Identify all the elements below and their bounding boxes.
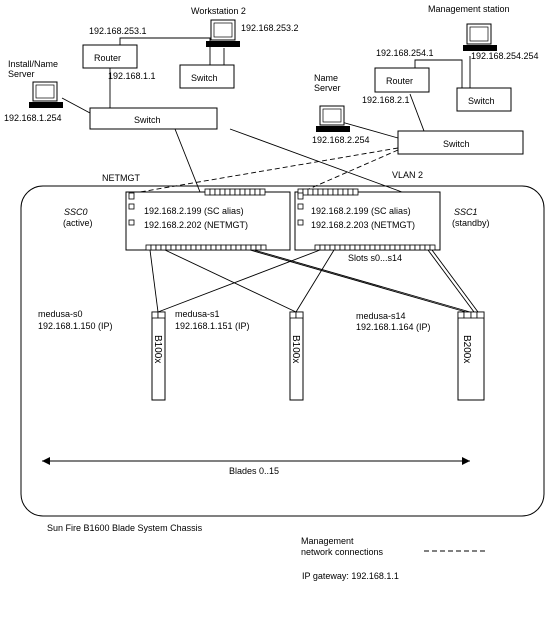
ssc0-alias-ip: 192.168.2.199 (SC alias): [144, 206, 244, 216]
chassis-outline: [20, 185, 545, 517]
ssc0-to-blade14-line-a: [249, 249, 467, 313]
router-right-to-right-switch-line: [409, 93, 425, 132]
blade-s0-model: B100x: [152, 335, 163, 363]
switch-to-ssc0-line: [174, 128, 201, 193]
switch-workstation2-label: Switch: [191, 73, 218, 83]
ssc0-module: [125, 188, 291, 251]
name-server-label-1: Name: [314, 73, 338, 83]
mgmt-dash-ssc0: [139, 147, 399, 193]
medusa-s14-name: medusa-s14: [356, 311, 406, 321]
router-left-label: Router: [94, 53, 121, 63]
ssc1-top-ports: [297, 188, 359, 196]
router-right: [374, 67, 430, 93]
router-right-ip: 192.168.2.1: [362, 95, 410, 105]
gateway-label: IP gateway: 192.168.1.1: [302, 571, 399, 581]
ssc0-status: (active): [63, 218, 93, 228]
router-left: [82, 44, 138, 69]
ssc0-to-blade0-line: [149, 249, 159, 313]
ssc1-to-blade1-line: [295, 249, 335, 313]
medusa-s1-ip: 192.168.1.151 (IP): [175, 321, 250, 331]
name-server-ip: 192.168.2.254: [312, 135, 370, 145]
ssc1-bottom-ports: [314, 244, 436, 251]
management-station-ip: 192.168.254.254: [471, 51, 539, 61]
switch-to-ssc1-line: [229, 128, 403, 193]
ssc0-label: SSC0: [64, 207, 88, 217]
blade-s14: B200x: [457, 311, 485, 401]
ssc0-top-ports: [204, 188, 266, 196]
ssc1-to-blade14-line-b: [431, 249, 479, 313]
ssc1-module: [294, 188, 441, 251]
install-server-to-switch-line: [61, 97, 91, 114]
name-server-to-switch-line: [337, 120, 399, 139]
netmgt-label: NETMGT: [102, 173, 140, 183]
install-server-label-1: Install/Name: [8, 59, 58, 69]
blade-s0: B100x: [151, 311, 166, 401]
workstation2-icon: [206, 19, 240, 47]
switch-workstation2: [179, 64, 235, 89]
ssc1-to-blade0-line: [157, 249, 321, 313]
switch-right: [397, 130, 524, 155]
blade-s1: B100x: [289, 311, 304, 401]
switch-main-label: Switch: [134, 115, 161, 125]
workstation2-label: Workstation 2: [191, 6, 246, 16]
workstation2-ip: 192.168.253.2: [241, 23, 299, 33]
mgmt-dash-ssc1: [301, 149, 399, 193]
blades-range-label: Blades 0..15: [229, 466, 279, 476]
switch-management-label: Switch: [468, 96, 495, 106]
chassis-caption: Sun Fire B1600 Blade System Chassis: [47, 523, 203, 533]
router-right-to-switch-mgmt-line: [414, 59, 463, 88]
ssc1-to-blade14-line-a: [427, 249, 475, 313]
install-server-icon: [29, 81, 63, 108]
medusa-s1-name: medusa-s1: [175, 309, 220, 319]
switch-management: [456, 87, 512, 112]
router-right-label: Router: [386, 76, 413, 86]
medusa-s0-name: medusa-s0: [38, 309, 83, 319]
ssc0-to-blade14-line-b: [253, 249, 471, 313]
switch-right-label: Switch: [443, 139, 470, 149]
medusa-s14-ip: 192.168.1.164 (IP): [356, 322, 431, 332]
name-server-icon: [316, 105, 350, 132]
router-right-upper-ip: 192.168.254.1: [376, 48, 434, 58]
legend-label-1: Management: [301, 536, 354, 546]
vlan2-label: VLAN 2: [392, 170, 423, 180]
legend-label-2: network connections: [301, 547, 384, 557]
router-left-to-switch-ws2-line: [119, 37, 211, 65]
blade-s1-model: B100x: [290, 335, 301, 363]
router-left-ip: 192.168.1.1: [108, 71, 156, 81]
ssc1-netmgt-ip: 192.168.2.203 (NETMGT): [311, 220, 415, 230]
ssc1-label: SSC1: [454, 207, 478, 217]
connection-lines: [61, 37, 479, 313]
ssc0-to-blade1-line: [164, 249, 297, 313]
management-station-icon: [463, 23, 497, 51]
medusa-s0-ip: 192.168.1.150 (IP): [38, 321, 113, 331]
switch-main: [89, 107, 218, 130]
ssc1-alias-ip: 192.168.2.199 (SC alias): [311, 206, 411, 216]
slots-label: Slots s0...s14: [348, 253, 402, 263]
blade-s14-model: B200x: [461, 335, 472, 363]
router-left-upper-ip: 192.168.253.1: [89, 26, 147, 36]
install-server-ip: 192.168.1.254: [4, 113, 62, 123]
name-server-label-2: Server: [314, 83, 341, 93]
ssc1-status: (standby): [452, 218, 490, 228]
install-server-label-2: Server: [8, 69, 35, 79]
ssc0-netmgt-ip: 192.168.2.202 (NETMGT): [144, 220, 248, 230]
ssc0-bottom-ports: [145, 244, 267, 251]
management-station-label: Management station: [428, 4, 510, 14]
